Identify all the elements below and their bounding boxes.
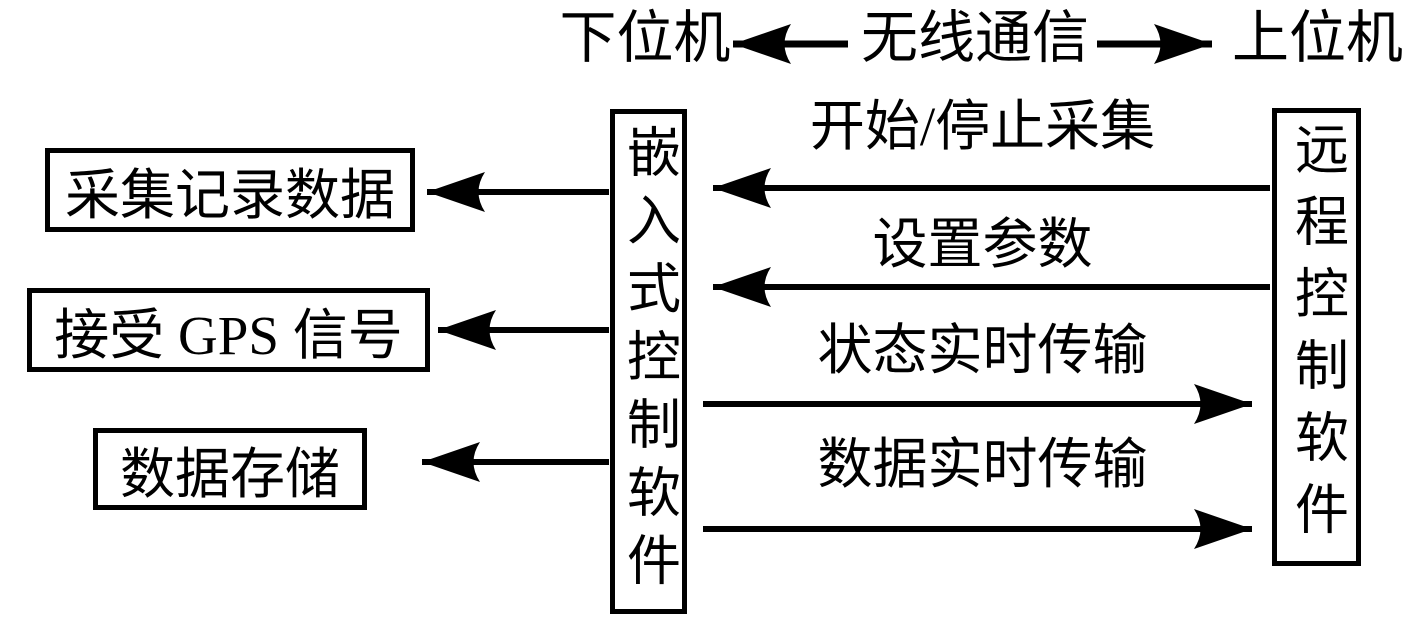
box-record-data: 采集记录数据 [45,148,415,232]
link-label-set-params: 设置参数 [872,214,1093,275]
box-data-storage: 数据存储 [93,428,367,510]
box-gps-signal: 接受 GPS 信号 [27,288,430,372]
header-upper-computer-label: 上位机 [1232,7,1403,70]
box-record-data-label: 采集记录数据 [64,165,395,226]
header-wireless-comm-label: 无线通信 [861,7,1089,70]
header-lower-computer-label: 下位机 [559,7,731,70]
box-embedded-control-software: 嵌入式控制软件 [610,109,687,614]
box-gps-signal-label: 接受 GPS 信号 [54,305,403,366]
link-label-data-transfer: 数据实时传输 [817,434,1148,495]
box-data-storage-label: 数据存储 [119,444,340,505]
link-label-start-stop: 开始/停止采集 [809,96,1156,157]
box-embedded-control-software-label: 嵌入式控制软件 [618,123,679,600]
link-label-status-transfer: 状态实时传输 [817,320,1148,381]
box-remote-control-software-label: 远程控制软件 [1286,121,1347,553]
box-remote-control-software: 远程控制软件 [1272,108,1361,566]
